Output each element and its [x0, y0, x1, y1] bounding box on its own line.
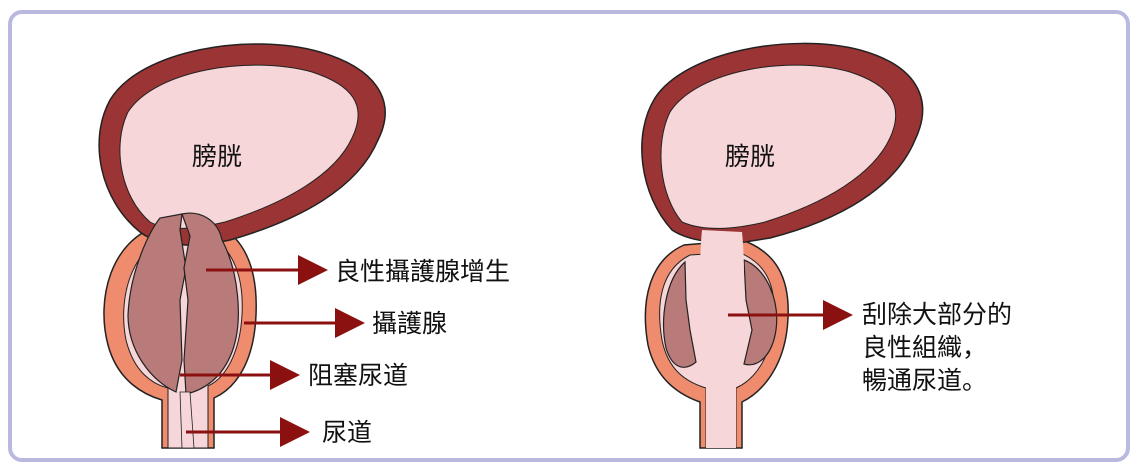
right-bladder-lumen [661, 65, 896, 228]
label-urethra: 尿道 [322, 418, 372, 448]
label-result-line-1: 刮除大部分的 [862, 300, 1012, 330]
right-bladder-label: 膀胱 [725, 142, 775, 172]
label-result-line-3: 暢通尿道。 [862, 366, 987, 396]
label-obstructed-urethra: 阻塞尿道 [308, 361, 408, 391]
label-bph: 良性攝護腺增生 [335, 257, 510, 287]
label-prostate: 攝護腺 [372, 309, 447, 339]
label-result-line-2: 良性組織， [862, 333, 987, 363]
left-bladder-label: 膀胱 [192, 142, 242, 172]
